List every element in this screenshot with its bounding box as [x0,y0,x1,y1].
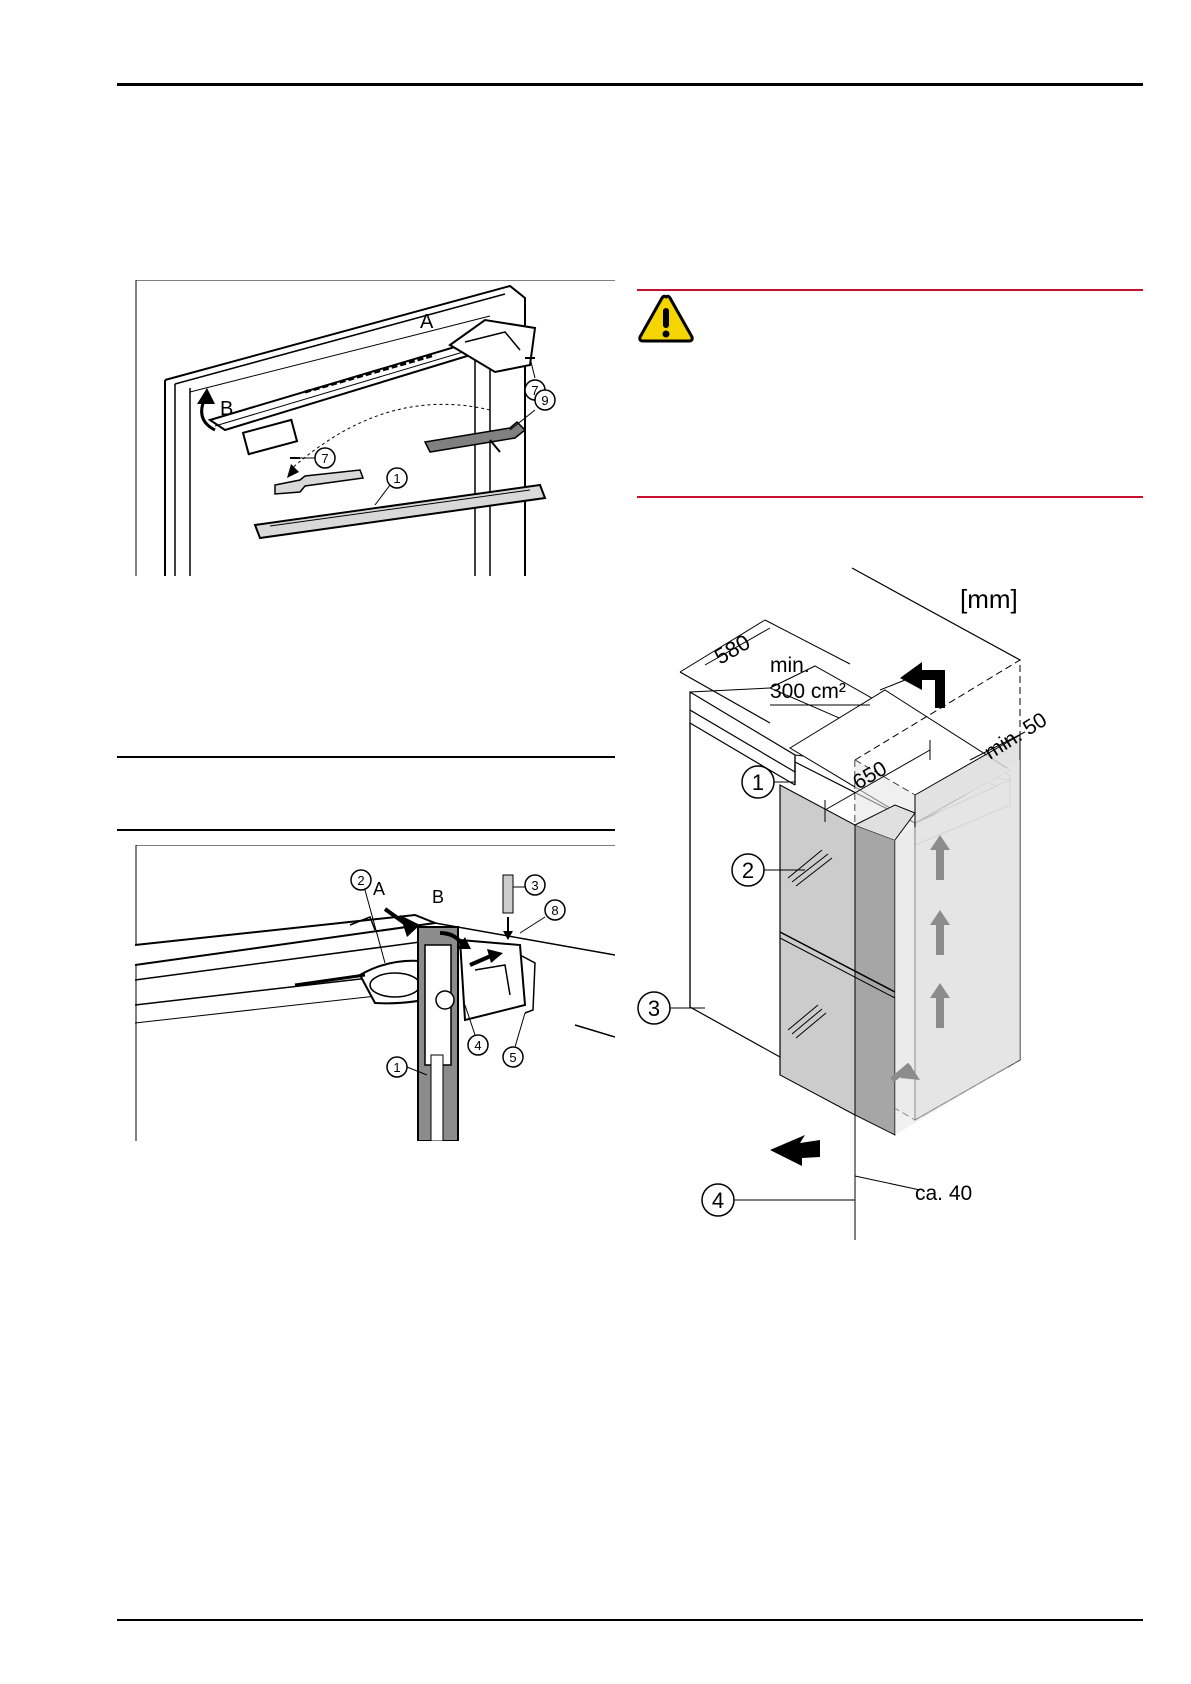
bracket-callout-2: 2 [357,873,364,888]
footer-rule [117,1619,1143,1621]
left-divider-bottom [117,829,615,831]
hinge-callout-7a: 7 [531,383,538,398]
unit-label: [mm] [960,584,1018,614]
figure-hinge-removal: A B 7 7 9 1 [135,280,615,576]
dimension-bottom: ca. 40 [915,1182,972,1205]
vent-min-label: min. [770,654,810,677]
bracket-label-a: A [373,879,385,899]
warning-rule-bottom [637,496,1143,498]
bracket-callout-8: 8 [551,903,558,918]
bracket-callout-4: 4 [474,1038,481,1053]
vent-area-label: 300 cm² [770,680,846,703]
hinge-callout-1: 1 [393,471,400,486]
warning-rule-top [637,289,1143,291]
warning-triangle-icon [637,294,695,344]
hinge-label-a: A [420,311,434,333]
hinge-callout-7b: 7 [321,451,328,466]
vent-callout-2: 2 [742,858,754,883]
hinge-callout-9: 9 [541,393,548,408]
bracket-callout-5: 5 [509,1050,516,1065]
vent-callout-1: 1 [752,770,764,795]
figure-door-bracket: 3 8 2 A B 4 5 1 [135,845,615,1141]
hinge-label-b: B [220,398,233,420]
header-rule [117,83,1143,86]
bracket-callout-1: 1 [393,1060,400,1075]
bracket-label-b: B [432,887,444,907]
dimension-depth: 580 [710,629,754,669]
vent-callout-4: 4 [712,1188,724,1213]
figure-ventilation: 580 [630,560,1150,1240]
bracket-callout-3: 3 [531,878,538,893]
vent-callout-3: 3 [648,996,660,1021]
left-divider-top [117,756,615,758]
